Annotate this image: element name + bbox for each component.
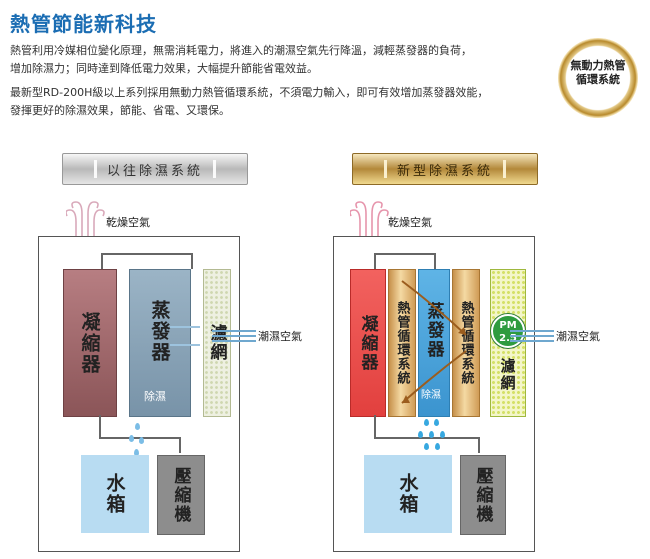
badge-line-1: 無動力熱管 bbox=[570, 59, 626, 72]
banner-bar-left bbox=[383, 160, 387, 178]
new-system-diagram: 凝縮器 熱管循環系統 蒸發器 除濕 熱管循環系統 濾網 PM 2.5 水箱 壓縮 bbox=[333, 236, 535, 552]
new-system-banner-label: 新型除濕系統 bbox=[396, 163, 493, 179]
water-drop bbox=[440, 431, 445, 438]
pipe-right bbox=[434, 253, 436, 269]
new-dry-air-label: 乾燥空氣 bbox=[388, 216, 432, 229]
pipe-left bbox=[374, 253, 376, 269]
banner-bar-left bbox=[93, 160, 97, 178]
humid-air-line bbox=[170, 344, 200, 346]
new-system-banner: 新型除濕系統 bbox=[352, 153, 538, 185]
pipe-right bbox=[191, 253, 193, 269]
humid-air-line bbox=[212, 335, 256, 337]
heatpipe-flow-arrows-icon bbox=[401, 280, 467, 404]
humid-air-line bbox=[212, 340, 256, 342]
humid-air-line bbox=[510, 340, 554, 342]
water-drop bbox=[424, 419, 429, 426]
pipe-top bbox=[374, 253, 434, 255]
water-drop bbox=[418, 431, 423, 438]
pipe-top bbox=[101, 253, 191, 255]
new-filter: 濾網 PM 2.5 bbox=[490, 269, 526, 417]
new-filter-label: 濾網 bbox=[498, 358, 517, 392]
heatpipe-badge: 無動力熱管 循環系統 bbox=[558, 38, 638, 118]
old-system-banner-label: 以往除濕系統 bbox=[106, 163, 203, 179]
intro-paragraph-2-line-1: 最新型RD-200H級以上系列採用無動力熱管循環系統，不須電力輸入，即可有效增加… bbox=[10, 86, 489, 99]
dry-air-swirl-icon bbox=[66, 201, 105, 270]
old-condenser-label: 凝縮器 bbox=[78, 311, 101, 375]
old-compressor: 壓縮機 bbox=[157, 455, 205, 535]
heatpipe-right: 熱管循環系統 bbox=[452, 269, 480, 417]
pm25-line-1: PM bbox=[499, 320, 517, 331]
badge-line-2: 循環系統 bbox=[576, 73, 620, 86]
intro-paragraph-2: 最新型RD-200H級以上系列採用無動力熱管循環系統，不須電力輸入，即可有效增加… bbox=[10, 84, 550, 120]
water-drop bbox=[139, 437, 144, 444]
heatpipe-left: 熱管循環系統 bbox=[388, 269, 416, 417]
pipe-down-left bbox=[99, 415, 101, 437]
new-evaporator-label: 蒸發器 bbox=[423, 301, 444, 359]
pipe-down-right bbox=[478, 437, 480, 453]
pipe-left bbox=[101, 253, 103, 269]
old-water-tank: 水箱 bbox=[81, 455, 149, 533]
new-compressor-label: 壓縮機 bbox=[472, 466, 493, 524]
banner-bar-right bbox=[213, 160, 216, 178]
heatpipe-badge-text: 無動力熱管 循環系統 bbox=[558, 59, 638, 87]
humid-air-line bbox=[170, 326, 200, 328]
pipe-bottom bbox=[374, 437, 478, 439]
humid-air-line bbox=[510, 335, 554, 337]
old-condenser: 凝縮器 bbox=[63, 269, 117, 417]
water-drop bbox=[135, 423, 140, 430]
old-filter-label: 濾網 bbox=[206, 324, 227, 362]
water-drop bbox=[134, 449, 139, 456]
new-condenser: 凝縮器 bbox=[350, 269, 386, 417]
pipe-down-right bbox=[179, 437, 181, 453]
intro-paragraph-2-line-2: 發揮更好的除濕效果，節能、省電、又環保。 bbox=[10, 104, 230, 117]
heatpipe-right-label: 熱管循環系統 bbox=[458, 301, 474, 385]
water-drop bbox=[424, 443, 429, 450]
humid-air-line bbox=[510, 330, 554, 332]
humid-air-line bbox=[212, 330, 256, 332]
old-evaporator: 蒸發器 除濕 bbox=[129, 269, 191, 417]
pipe-down-left bbox=[374, 415, 376, 437]
old-compressor-label: 壓縮機 bbox=[170, 466, 191, 524]
intro-paragraph-1-line-1: 熱管利用冷媒相位變化原理，無需消耗電力，將進入的潮濕空氣先行降溫，減輕蒸發器的負… bbox=[10, 44, 472, 57]
old-system-banner: 以往除濕系統 bbox=[62, 153, 248, 185]
water-drop bbox=[129, 435, 134, 442]
intro-paragraph-1: 熱管利用冷媒相位變化原理，無需消耗電力，將進入的潮濕空氣先行降溫，減輕蒸發器的負… bbox=[10, 42, 550, 78]
old-water-tank-label: 水箱 bbox=[103, 473, 126, 515]
pm25-line-2: 2.5 bbox=[499, 333, 517, 344]
water-drop bbox=[434, 419, 439, 426]
heatpipe-left-label: 熱管循環系統 bbox=[394, 301, 410, 385]
old-dehumidify-label: 除濕 bbox=[144, 390, 166, 403]
water-drop bbox=[435, 443, 440, 450]
old-filter: 濾網 bbox=[203, 269, 231, 417]
new-water-tank: 水箱 bbox=[364, 455, 452, 533]
old-system-diagram: 凝縮器 蒸發器 除濕 濾網 水箱 壓縮機 bbox=[38, 236, 240, 552]
dry-air-swirl-icon bbox=[350, 201, 389, 270]
new-humid-air-label: 潮濕空氣 bbox=[556, 330, 600, 343]
old-dry-air-label: 乾燥空氣 bbox=[106, 216, 150, 229]
page-title: 熱管節能新科技 bbox=[10, 12, 157, 36]
new-water-tank-label: 水箱 bbox=[396, 473, 419, 515]
old-humid-air-label: 潮濕空氣 bbox=[258, 330, 302, 343]
new-condenser-label: 凝縮器 bbox=[357, 314, 378, 372]
old-evaporator-label: 蒸發器 bbox=[148, 299, 171, 363]
intro-paragraph-1-line-2: 增加除濕力；同時達到降低電力效果，大幅提升節能省電效益。 bbox=[10, 62, 318, 75]
new-dehumidify-label: 除濕 bbox=[421, 390, 441, 401]
water-drop bbox=[429, 431, 434, 438]
new-compressor: 壓縮機 bbox=[460, 455, 506, 535]
banner-bar-right bbox=[503, 160, 506, 178]
new-evaporator: 蒸發器 除濕 bbox=[418, 269, 450, 417]
